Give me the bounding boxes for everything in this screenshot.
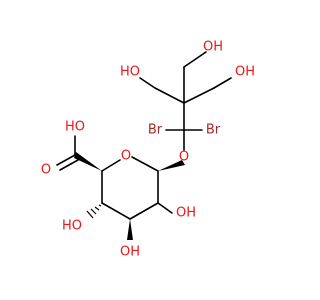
stereo-bonds xyxy=(74,152,185,240)
wedge-c5-cooh xyxy=(74,152,102,171)
bond-ch2-right-oh xyxy=(213,77,232,89)
bond-c2-c3 xyxy=(129,202,159,220)
bond-cooh-co-a xyxy=(56,154,76,166)
label-br-right: Br xyxy=(206,123,221,138)
bond-group xyxy=(56,51,232,220)
bond-c2-oh xyxy=(157,202,173,214)
molecule-canvas: OH HO OH Br Br HO O O O HO OH OH xyxy=(41,40,255,260)
label-oh-right: OH xyxy=(235,65,255,80)
bond-cq-ch2-left xyxy=(154,87,185,104)
bond-ch2-left-ho xyxy=(139,77,156,89)
wedge-c3-oh xyxy=(127,219,133,240)
bond-c5-ring-o xyxy=(101,159,121,172)
bond-ring-o-c1 xyxy=(131,156,159,172)
bond-ch2-top-oh xyxy=(183,51,207,68)
bond-cooh-co-b xyxy=(59,159,79,171)
label-ho-left: HO xyxy=(120,65,140,80)
label-oh-c3: OH xyxy=(120,245,140,260)
bond-cq-ch2-right xyxy=(183,87,215,104)
structure-diagram: OH HO OH Br Br HO O O O HO OH OH xyxy=(41,40,255,260)
atom-labels: OH HO OH Br Br HO O O O HO OH OH xyxy=(41,40,255,260)
label-br-left: Br xyxy=(148,123,163,138)
label-o-glycosidic: O xyxy=(179,150,189,165)
label-o-carbonyl: O xyxy=(41,163,51,178)
label-ho-acid: HO xyxy=(65,120,85,135)
bond-c3-c4 xyxy=(101,202,131,220)
label-o-ring: O xyxy=(121,149,131,164)
label-ho-c4: HO xyxy=(62,219,82,234)
label-oh-top: OH xyxy=(203,40,223,55)
hash-c4-ho xyxy=(86,204,102,219)
label-oh-c2: OH xyxy=(176,206,196,221)
wedge-c1-oglyc xyxy=(158,160,185,171)
